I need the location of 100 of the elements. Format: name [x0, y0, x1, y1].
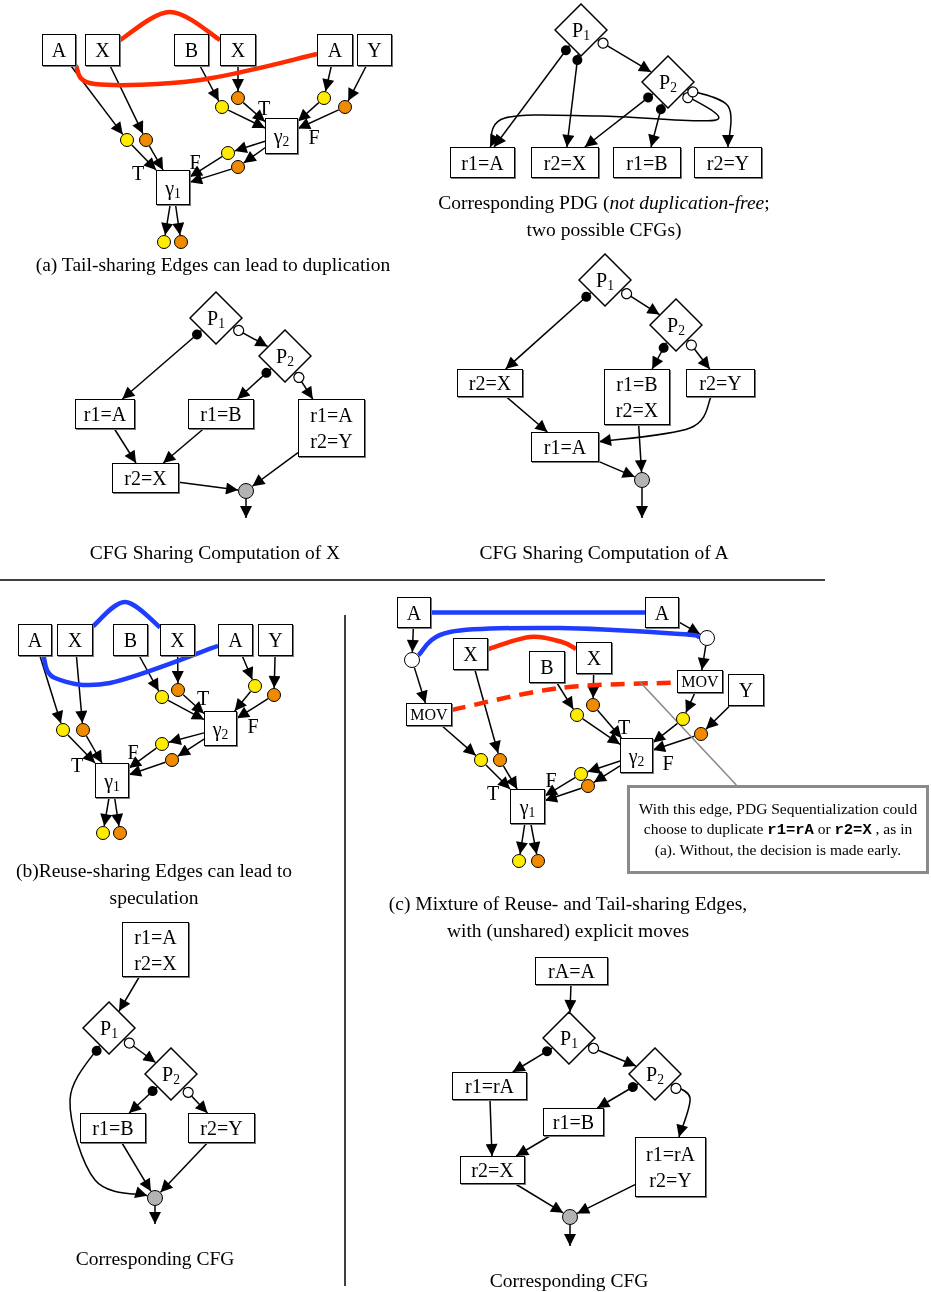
arrow [67, 734, 96, 764]
arrow [544, 787, 583, 803]
node-box [686, 369, 755, 397]
arrow [138, 655, 160, 692]
arrow [596, 1082, 639, 1109]
branch-label: F [308, 127, 320, 147]
node-label: r2=Y [649, 1168, 692, 1193]
arrow [685, 339, 711, 370]
node-label: r1=A [134, 924, 177, 950]
node-box [457, 369, 523, 397]
arrow [159, 1142, 208, 1193]
arrow [199, 65, 220, 102]
node-box [218, 624, 253, 656]
node-box [450, 147, 515, 178]
node-label: MOV [681, 672, 719, 691]
caption: Corresponding CFG [488, 1270, 650, 1291]
node-label: r1=A [83, 402, 127, 427]
arrow [232, 324, 269, 348]
arrow [100, 797, 113, 827]
arrow [584, 92, 654, 148]
node-box [258, 624, 293, 656]
node-box [188, 1113, 255, 1143]
arrow [240, 498, 252, 519]
arrow [251, 451, 299, 487]
node-label: A [654, 600, 670, 626]
arrow [544, 776, 576, 797]
node-box [531, 432, 599, 462]
arrow [233, 690, 252, 712]
arrow [598, 396, 712, 447]
arrow [177, 738, 205, 757]
arrow [564, 984, 577, 1013]
arrow [69, 1044, 149, 1200]
port-circle [120, 133, 134, 147]
port-circle [581, 779, 595, 793]
node-box [535, 957, 608, 985]
port-circle [139, 133, 153, 147]
arrow [242, 147, 266, 164]
node-label: r2=Y [310, 429, 353, 454]
predicate-diamond [641, 55, 695, 109]
arrow [598, 460, 636, 478]
arrow [685, 692, 697, 714]
arrow [236, 697, 269, 719]
caption: Corresponding PDG (not duplication-free; two possible CFGs) [437, 191, 771, 242]
arrow [131, 144, 157, 171]
node-label: γ$_{1}$ [165, 175, 181, 201]
arrow [505, 396, 549, 433]
node-box [645, 597, 679, 628]
node-label: P$_{1}$ [596, 269, 614, 291]
arrow [485, 764, 511, 790]
arrow [493, 44, 571, 148]
arrow [634, 424, 647, 473]
node-box [613, 147, 681, 178]
caption: CFG Sharing Computation of A [478, 542, 730, 563]
arrow [242, 101, 266, 123]
arrow [347, 65, 367, 102]
node-label: r2=X [134, 950, 177, 976]
node-label: r2=X [468, 371, 512, 396]
node-label: A [406, 600, 422, 626]
node-label: X [463, 642, 478, 667]
node-label: P$_{2}$ [162, 1063, 180, 1085]
node-label: B [184, 38, 199, 63]
branch-label: F [127, 742, 139, 762]
node-box [543, 1108, 604, 1136]
sharing-edge [91, 599, 162, 630]
port-circle [474, 753, 488, 767]
arrow [556, 682, 575, 710]
node-box [188, 399, 254, 429]
node-box [728, 674, 764, 706]
arrow [652, 722, 679, 744]
port-circle [157, 235, 171, 249]
node-label: r1=B [552, 1110, 595, 1135]
node-box [18, 624, 52, 656]
arrow [227, 109, 266, 129]
port-circle [570, 708, 584, 722]
arrow [189, 155, 223, 178]
arrow [413, 666, 428, 704]
node-label: A [228, 628, 243, 653]
arrow [268, 655, 281, 689]
node-label: r1=rA [645, 1142, 695, 1167]
port-circle [165, 753, 179, 767]
arrow [297, 109, 340, 130]
arrow [109, 65, 144, 135]
arrow [593, 765, 621, 783]
arrow [636, 487, 648, 519]
predicate-diamond [578, 253, 632, 307]
node-label: P$_{1}$ [207, 307, 225, 329]
port-circle [221, 146, 235, 160]
arrow [587, 1042, 637, 1067]
node-box [220, 34, 256, 66]
arrow [678, 621, 701, 635]
leader-line [639, 681, 738, 786]
node-box [85, 34, 120, 66]
node-box [95, 763, 129, 798]
arrow [651, 341, 669, 370]
arrow [167, 699, 205, 721]
arrow [697, 645, 710, 671]
node-label: MOV [410, 705, 448, 724]
predicate-diamond [82, 1001, 136, 1055]
predicate-diamond [258, 329, 312, 383]
arrow [485, 1099, 498, 1157]
